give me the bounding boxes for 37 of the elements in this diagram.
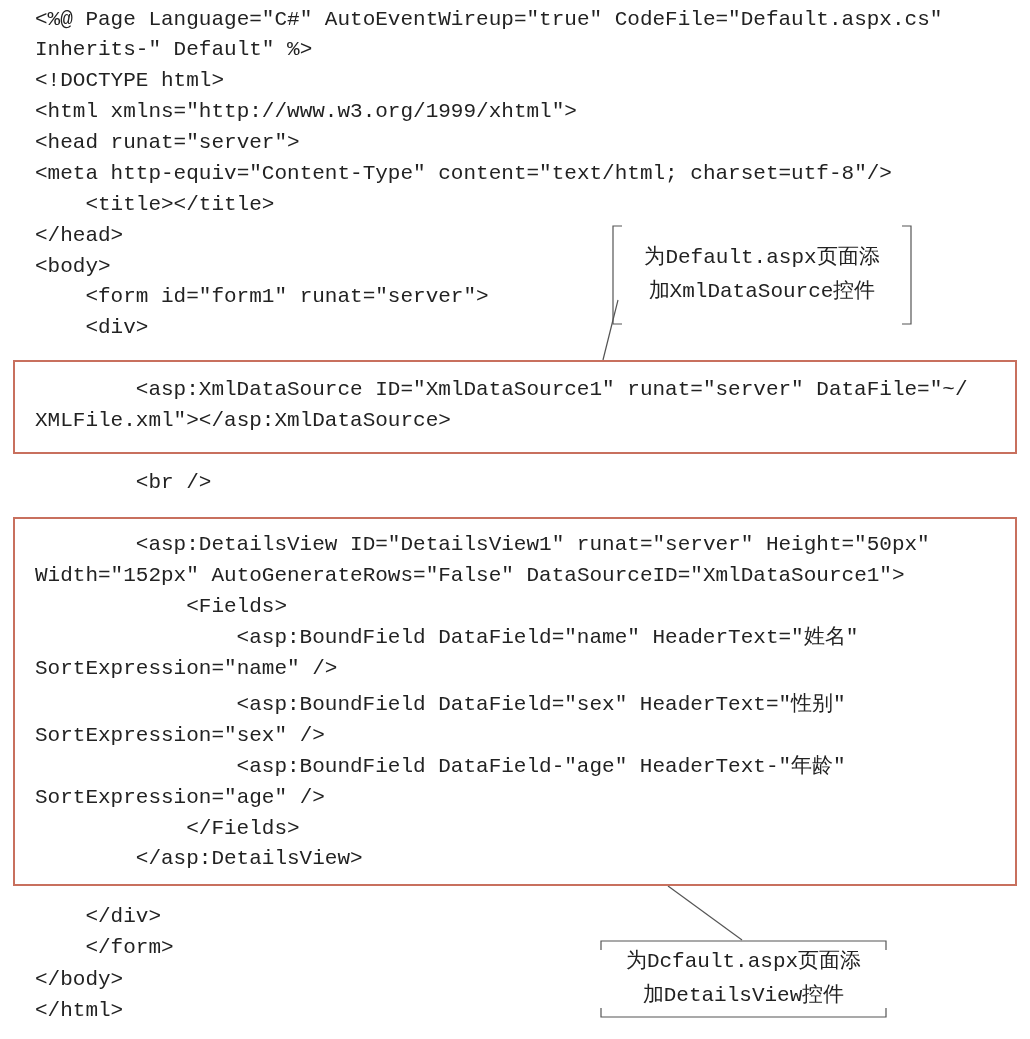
callout-text: 为Default.aspx页面添加XmlDataSource控件 [643,244,881,305]
callout-text: 为Dcfault.aspx页面添加DetailsView控件 [624,948,863,1009]
code-line: </Fields> [186,816,300,842]
code-line: Width="152px" AutoGenerateRows="False" DataSourceID="XmlDataSource1"> [35,563,905,589]
code-line: <asp:DetailsView ID="DetailsView1" runat="server" Height="50px" [135,532,930,558]
leader-line [667,885,743,941]
code-line: <div> [85,315,149,341]
code-line: </html> [35,998,124,1024]
code-line: <form id="form1" runat="server"> [85,284,489,310]
code-line: <!DOCTYPE html> [35,68,225,94]
code-line: Inherits-" Default" %> [35,37,313,63]
callout-box [612,225,912,325]
code-line: <title></title> [85,192,275,218]
code-line: <meta http-equiv="Content-Type" content="text/html; charset=utf-8"/> [35,161,892,187]
highlight-box [13,517,1017,886]
code-line: <asp:BoundField DataField-"age" HeaderText-"年龄" [236,754,846,780]
callout-box [600,940,887,1018]
code-line: </head> [35,223,124,249]
code-line: <html xmlns="http://www.w3.org/1999/xhtml"> [35,99,577,125]
code-line: XMLFile.xml"></asp:XmlDataSource> [35,408,451,434]
code-line: <asp:BoundField DataField="sex" HeaderText="性别" [236,692,846,718]
code-line: </body> [35,967,124,993]
code-line: <asp:XmlDataSource ID="XmlDataSource1" runat="server" DataFile="~/ [135,377,968,403]
code-line: <%@ Page Language="C#" AutoEventWireup="true" CodeFile="Default.aspx.cs" [35,7,943,33]
code-line: <body> [35,254,111,280]
code-line: SortExpression="name" /> [35,656,338,682]
code-line: SortExpression="age" /> [35,785,325,811]
code-line: </asp:DetailsView> [135,846,363,872]
code-line: </div> [85,904,161,930]
highlight-box [13,360,1017,454]
code-line: SortExpression="sex" /> [35,723,325,749]
code-line: <Fields> [186,594,287,620]
code-line: <asp:BoundField DataField="name" HeaderText="姓名" [236,625,859,651]
code-line: </form> [85,935,174,961]
code-line: <br /> [135,470,212,496]
code-line: <head runat="server"> [35,130,300,156]
leader-line [602,299,619,361]
